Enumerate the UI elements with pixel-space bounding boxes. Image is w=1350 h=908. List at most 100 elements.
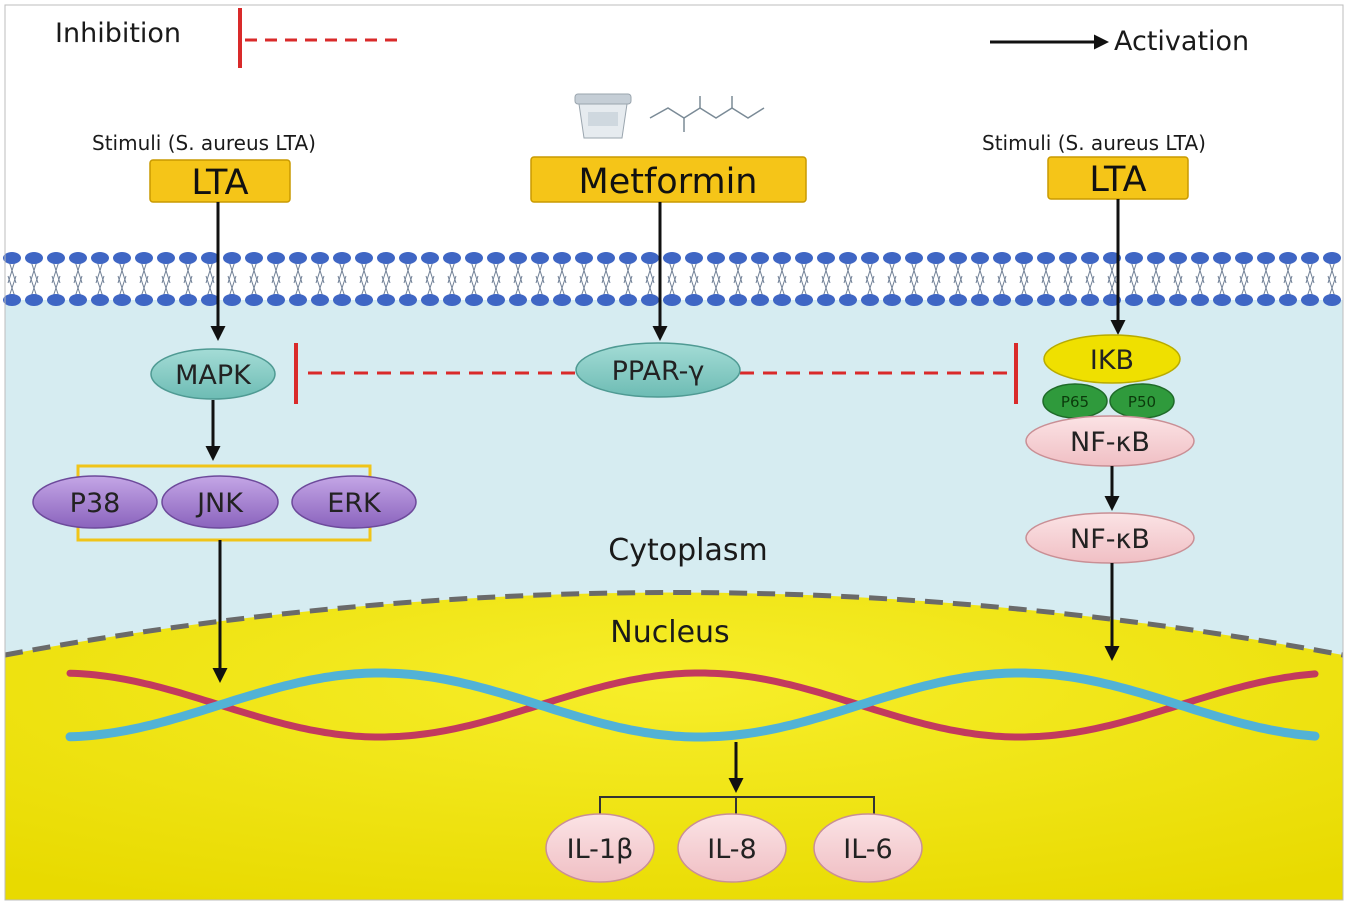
phospholipid-head (949, 294, 967, 306)
phospholipid-head (1301, 252, 1319, 264)
dna-strand-blue (65, 668, 1320, 742)
phospholipid-head (1257, 252, 1275, 264)
phospholipid-head (47, 294, 65, 306)
phospholipid-head (311, 294, 329, 306)
p50-label: P50 (1128, 393, 1156, 411)
lta-left-label: LTA (191, 163, 248, 203)
phospholipid-head (905, 294, 923, 306)
phospholipid-head (1323, 294, 1341, 306)
phospholipid-head (773, 252, 791, 264)
il8-label: IL-8 (707, 834, 756, 865)
phospholipid-head (685, 294, 703, 306)
phospholipid-head (773, 294, 791, 306)
phospholipid-head (1037, 252, 1055, 264)
cell-membrane (3, 252, 1341, 306)
ikb-node (1043, 334, 1181, 384)
phospholipid-head (905, 252, 923, 264)
phospholipid-head (201, 252, 219, 264)
phospholipid-head (817, 294, 835, 306)
phospholipid-head (553, 252, 571, 264)
phospholipid-head (883, 252, 901, 264)
phospholipid-head (135, 252, 153, 264)
phospholipid-head (333, 252, 351, 264)
phospholipid-head (1125, 252, 1143, 264)
phospholipid-head (597, 252, 615, 264)
phospholipid-head (267, 252, 285, 264)
phospholipid-head (861, 294, 879, 306)
phospholipid-head (421, 294, 439, 306)
phospholipid-head (1279, 252, 1297, 264)
phospholipid-head (157, 252, 175, 264)
phospholipid-head (729, 252, 747, 264)
phospholipid-head (399, 252, 417, 264)
metformin-box (530, 156, 807, 203)
phospholipid-head (861, 252, 879, 264)
phospholipid-head (707, 294, 725, 306)
phospholipid-head (531, 294, 549, 306)
ppar-gamma-label: PPAR-γ (612, 356, 705, 387)
il8-node (677, 813, 787, 883)
phospholipid-head (619, 294, 637, 306)
phospholipid-head (509, 294, 527, 306)
phospholipid-head (135, 294, 153, 306)
nfkb-free-node (1025, 512, 1195, 564)
phospholipid-head (1147, 252, 1165, 264)
il1b-node (545, 813, 655, 883)
mapk-node (150, 348, 276, 400)
phospholipid-head (1279, 294, 1297, 306)
phospholipid-head (993, 252, 1011, 264)
phospholipid-head (641, 252, 659, 264)
jnk-node (161, 475, 279, 529)
phospholipid-head (927, 252, 945, 264)
phospholipid-head (641, 294, 659, 306)
phospholipid-head (3, 294, 21, 306)
phospholipid-head (795, 252, 813, 264)
dna-strand-red (66, 669, 1319, 741)
phospholipid-head (443, 252, 461, 264)
phospholipid-head (377, 252, 395, 264)
phospholipid-head (1147, 294, 1165, 306)
erk-label: ERK (327, 488, 382, 519)
phospholipid-head (839, 252, 857, 264)
frame (4, 4, 1344, 901)
phospholipid-head (113, 252, 131, 264)
phospholipid-head (619, 252, 637, 264)
phospholipid-head (795, 294, 813, 306)
phospholipid-head (927, 294, 945, 306)
phospholipid-head (443, 294, 461, 306)
stimuli-right-label: Stimuli (S. aureus LTA) (982, 131, 1206, 155)
phospholipid-head (201, 294, 219, 306)
phospholipid-head (751, 294, 769, 306)
il6-node (813, 813, 923, 883)
phospholipid-head (1015, 252, 1033, 264)
p38-node (32, 475, 158, 529)
phospholipid-head (245, 252, 263, 264)
phospholipid-head (971, 294, 989, 306)
phospholipid-head (25, 252, 43, 264)
jnk-label: JNK (195, 488, 244, 519)
phospholipid-head (333, 294, 351, 306)
nfkb-complex-node (1025, 415, 1195, 467)
il6-label: IL-6 (843, 834, 892, 865)
ikb-label: IKB (1090, 345, 1134, 376)
phospholipid-head (399, 294, 417, 306)
phospholipid-head (1015, 294, 1033, 306)
phospholipid-head (355, 294, 373, 306)
nucleus-label: Nucleus (610, 615, 729, 650)
phospholipid-head (157, 294, 175, 306)
phospholipid-head (91, 252, 109, 264)
lta-right-label: LTA (1089, 160, 1146, 200)
phospholipid-head (883, 294, 901, 306)
phospholipid-head (421, 252, 439, 264)
phospholipid-head (289, 252, 307, 264)
phospholipid-head (267, 294, 285, 306)
phospholipid-head (1235, 294, 1253, 306)
phospholipid-head (663, 252, 681, 264)
phospholipid-head (509, 252, 527, 264)
phospholipid-head (487, 294, 505, 306)
phospholipid-head (971, 252, 989, 264)
phospholipid-head (47, 252, 65, 264)
phospholipid-head (245, 294, 263, 306)
phospholipid-head (575, 252, 593, 264)
